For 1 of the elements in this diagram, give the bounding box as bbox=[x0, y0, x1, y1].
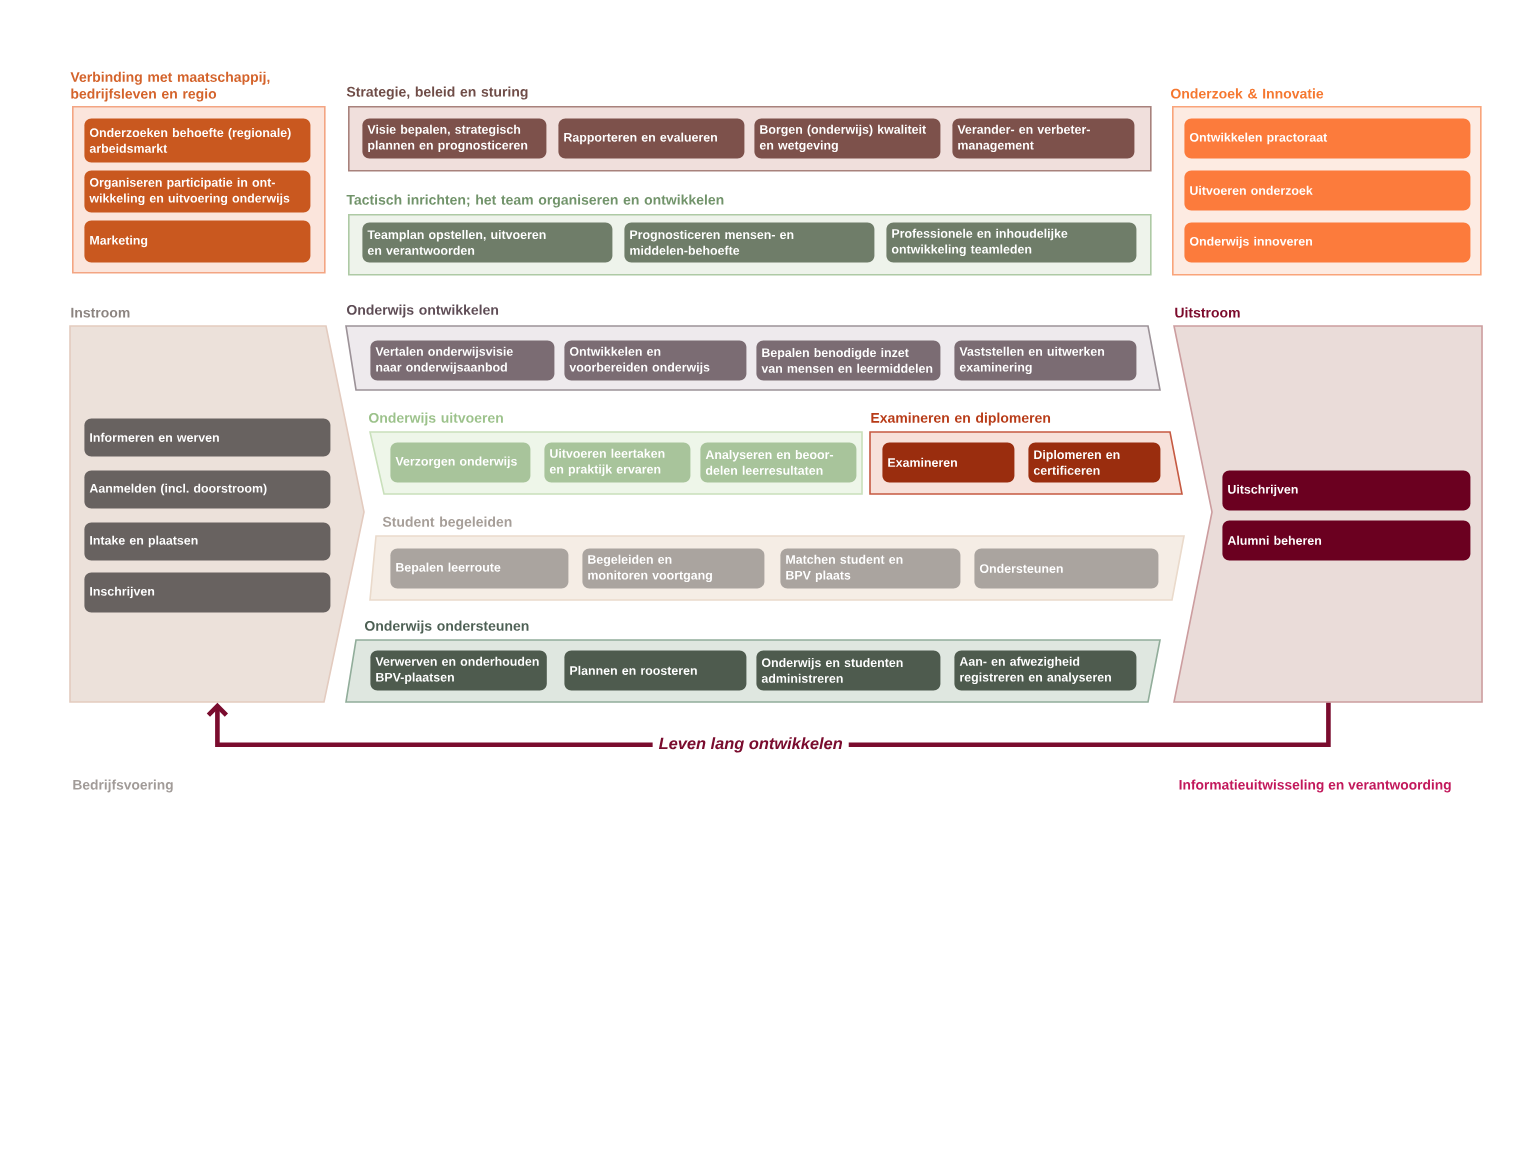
edge-label: Leven lang ontwikkelen bbox=[652, 734, 849, 756]
